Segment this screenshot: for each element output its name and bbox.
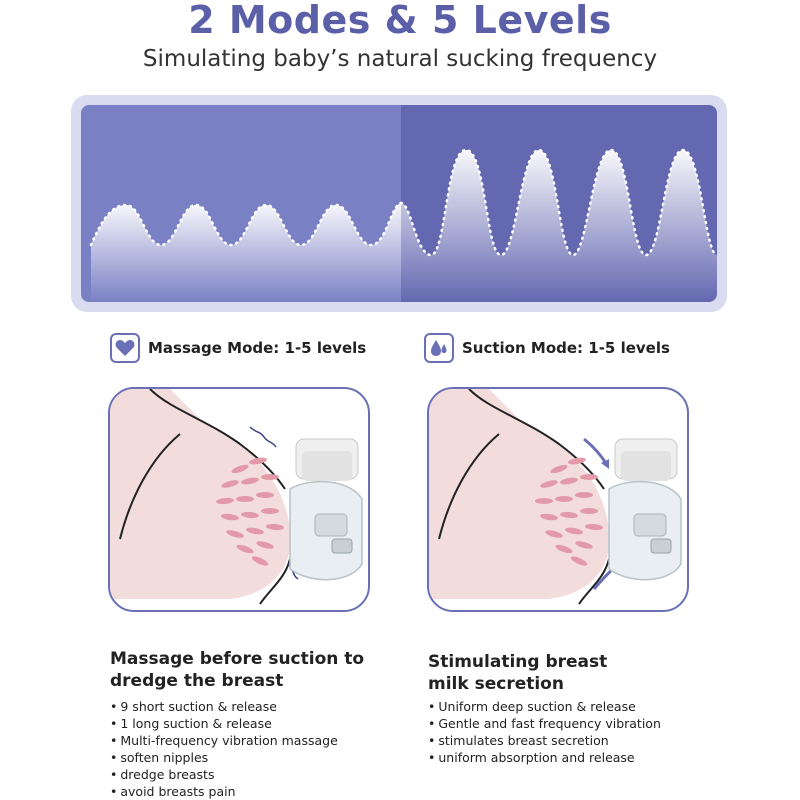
suction-illustration <box>427 387 689 612</box>
breast-pump-device <box>289 438 363 581</box>
list-item: stimulates breast secretion <box>428 732 661 749</box>
massage-mode-header: Massage Mode: 1-5 levels <box>110 333 366 363</box>
suction-wave-glow <box>401 150 717 302</box>
suction-title-line-1: Stimulating breast <box>428 652 608 672</box>
body-outline <box>119 433 181 540</box>
massage-bullet-list: 9 short suction & release 1 long suction… <box>110 698 338 800</box>
page-title: 2 Modes & 5 Levels <box>188 0 612 42</box>
suction-wave-dotted-line <box>399 148 717 257</box>
page-subtitle: Simulating baby’s natural sucking freque… <box>142 46 658 72</box>
list-item: 9 short suction & release <box>110 698 338 715</box>
list-item: uniform absorption and release <box>428 749 661 766</box>
vibration-line-top <box>249 426 277 448</box>
milk-ducts <box>535 457 603 566</box>
suction-mode-header: Suction Mode: 1-5 levels <box>424 333 670 363</box>
suction-section-title: Stimulating breast milk secretion <box>428 651 607 695</box>
water-drops-icon <box>424 333 454 363</box>
suction-mode-label: Suction Mode: 1-5 levels <box>462 339 670 357</box>
list-item: Gentle and fast frequency vibration <box>428 715 661 732</box>
breast-outline-top <box>468 389 605 490</box>
massage-wave-glow <box>91 203 401 302</box>
breast-outline-bottom <box>578 558 610 605</box>
massage-illustration <box>108 387 370 612</box>
suction-title-line-2: milk secretion <box>428 674 564 694</box>
frequency-wave-panel <box>71 95 727 312</box>
breast-outline-top <box>149 389 286 490</box>
massage-mode-label: Massage Mode: 1-5 levels <box>148 339 367 357</box>
massage-title-line-2: dredge the breast <box>110 671 284 691</box>
list-item: Multi-frequency vibration massage <box>110 732 337 749</box>
breast-pump-device <box>608 438 682 581</box>
massage-wave-dotted-line <box>89 201 403 247</box>
suction-bullet-list: Uniform deep suction & release Gentle an… <box>428 698 661 766</box>
heart-icon <box>110 333 140 363</box>
list-item: dredge breasts <box>110 766 338 783</box>
list-item: Uniform deep suction & release <box>428 698 661 715</box>
body-outline <box>438 433 500 540</box>
milk-ducts <box>216 457 284 566</box>
massage-section-title: Massage before suction to dredge the bre… <box>110 648 364 692</box>
frequency-wave-graphic <box>81 105 717 302</box>
list-item: soften nipples <box>110 749 338 766</box>
list-item: avoid breasts pain <box>110 783 338 800</box>
suction-arrow-top-icon <box>583 437 609 469</box>
list-item: 1 long suction & release <box>110 715 338 732</box>
massage-title-line-1: Massage before suction to <box>110 649 365 669</box>
